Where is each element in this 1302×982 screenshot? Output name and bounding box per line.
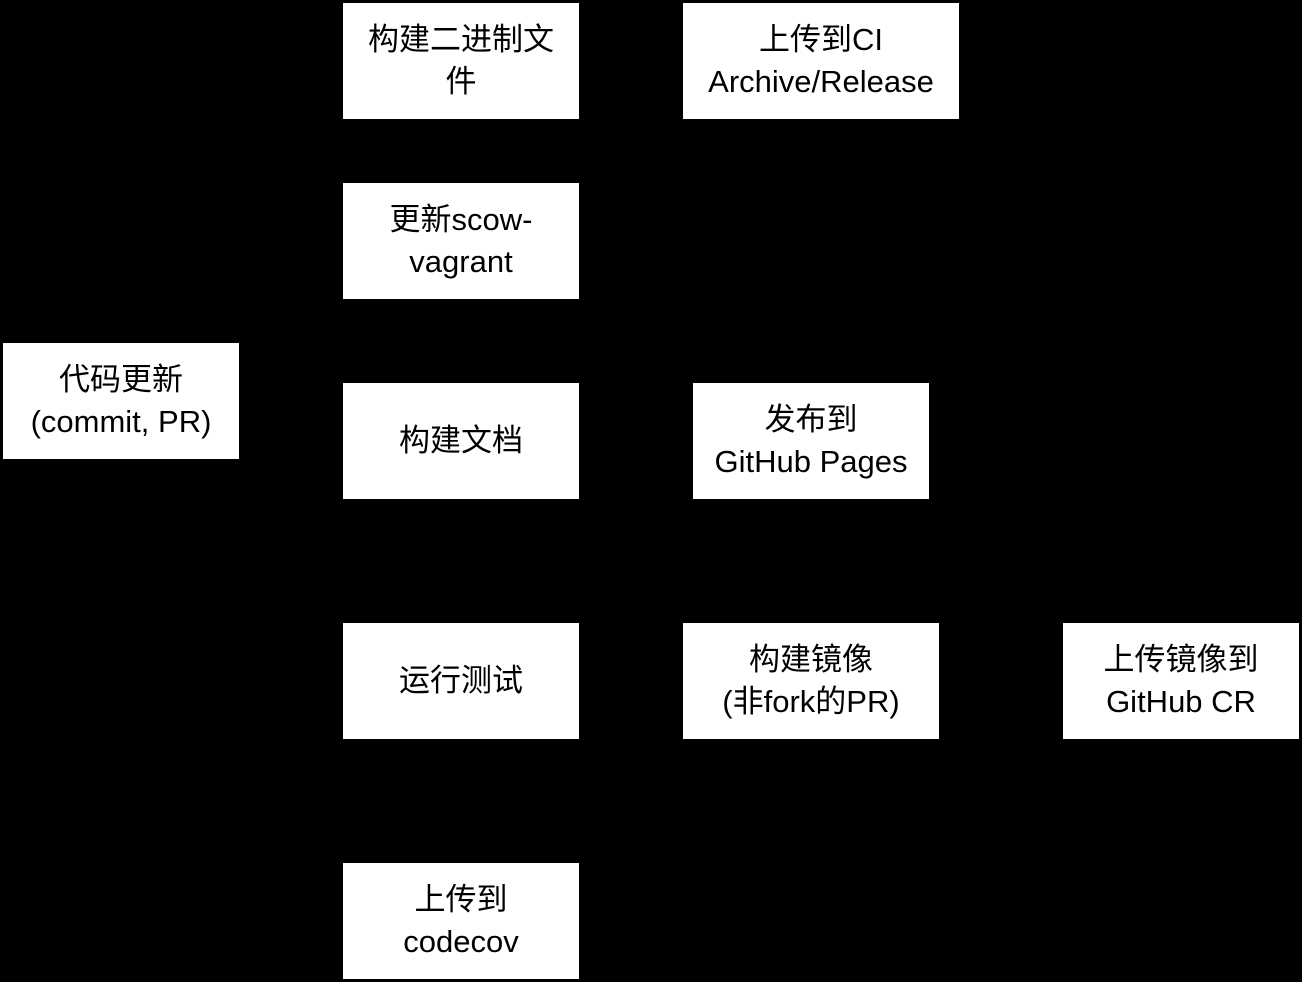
node-publish-pages: 发布到 GitHub Pages [692, 382, 930, 500]
node-upload-image: 上传镜像到 GitHub CR [1062, 622, 1300, 740]
node-upload-ci: 上传到CI Archive/Release [682, 2, 960, 120]
node-update-vagrant-line-2: vagrant [409, 244, 513, 279]
edge-code-update-to-run-tests [240, 400, 344, 691]
node-update-vagrant-line-1: 更新scow- [389, 202, 533, 237]
node-publish-pages-line-1: 发布到 [764, 402, 858, 437]
node-update-vagrant: 更新scow-vagrant [342, 182, 580, 300]
node-build-binary: 构建二进制文件 [342, 2, 580, 120]
node-build-docs-line-1: 构建文档 [399, 423, 523, 458]
node-upload-image-line-2: GitHub CR [1106, 684, 1256, 719]
node-publish-pages-line-2: GitHub Pages [714, 444, 908, 479]
node-build-image-line-2: (非fork的PR) [722, 684, 900, 719]
node-build-docs: 构建文档 [342, 382, 580, 500]
node-code-update-line-2: (commit, PR) [30, 404, 212, 439]
node-upload-codecov-line-2: codecov [403, 924, 519, 959]
node-upload-ci-line-1: 上传到CI [759, 22, 883, 57]
node-build-binary-line-1: 构建二进制文 [368, 22, 554, 57]
node-upload-codecov: 上传到 codecov [342, 862, 580, 980]
node-upload-codecov-line-1: 上传到 [414, 882, 508, 917]
edge-code-update-to-update-vagrant [240, 231, 344, 402]
node-run-tests: 运行测试 [342, 622, 580, 740]
node-code-update-line-1: 代码更新 [58, 362, 183, 397]
node-upload-image-line-1: 上传镜像到 [1103, 642, 1259, 677]
node-code-update: 代码更新 (commit, PR) [2, 342, 240, 460]
node-upload-ci-line-2: Archive/Release [708, 64, 934, 99]
node-build-image: 构建镜像 (非fork的PR) [682, 622, 940, 740]
node-build-image-line-1: 构建镜像 [748, 642, 873, 677]
node-run-tests-line-1: 运行测试 [399, 663, 523, 698]
node-build-binary-line-2: 件 [445, 64, 477, 99]
